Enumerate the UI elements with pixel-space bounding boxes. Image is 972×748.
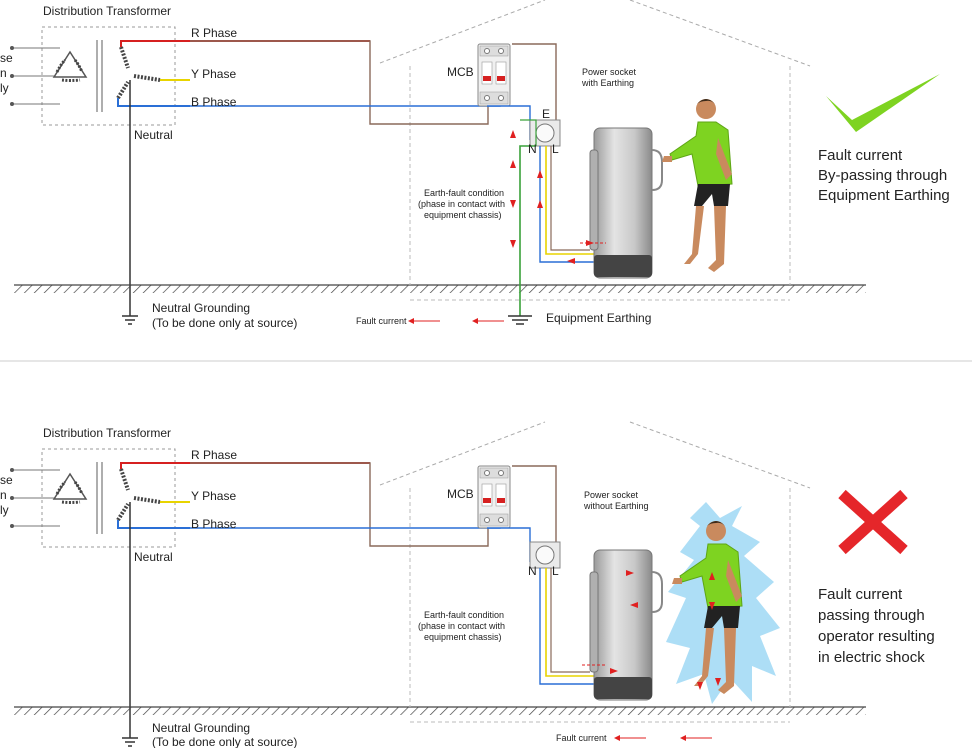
supply-label: ly bbox=[0, 81, 9, 95]
supply-label: ly bbox=[0, 503, 9, 517]
fault-condition-label: Earth-fault condition bbox=[424, 610, 504, 620]
terminal-l: L bbox=[552, 142, 559, 156]
panel-without-earthing bbox=[8, 420, 908, 748]
socket-label: with Earthing bbox=[581, 78, 634, 88]
fault-condition-label: equipment chassis) bbox=[424, 210, 502, 220]
fault-current-arrows bbox=[510, 130, 594, 264]
supply-label: se bbox=[0, 473, 13, 487]
terminal-l: L bbox=[552, 564, 559, 578]
verdict-text: Fault current bbox=[818, 586, 903, 603]
supply-label: n bbox=[0, 488, 7, 502]
fault-condition-label: equipment chassis) bbox=[424, 632, 502, 642]
socket-label: without Earthing bbox=[583, 501, 649, 511]
verdict-text: in electric shock bbox=[818, 649, 925, 666]
r-phase-label: R Phase bbox=[191, 26, 237, 40]
verdict-text: Equipment Earthing bbox=[818, 187, 950, 204]
y-phase-label: Y Phase bbox=[191, 67, 236, 81]
verdict-text: Fault current bbox=[818, 147, 903, 164]
terminal-e: E bbox=[542, 107, 550, 121]
mcb-label: MCB bbox=[447, 65, 474, 79]
person-safe bbox=[661, 98, 733, 273]
cross-icon bbox=[838, 489, 908, 555]
transformer-title: Distribution Transformer bbox=[43, 426, 171, 440]
neutral-label: Neutral bbox=[134, 128, 173, 142]
verdict-text: By-passing through bbox=[818, 167, 947, 184]
socket-label: Power socket bbox=[584, 490, 639, 500]
y-phase-label: Y Phase bbox=[191, 489, 236, 503]
verdict-text: operator resulting bbox=[818, 628, 935, 645]
fault-condition-label: (phase in contact with bbox=[418, 199, 505, 209]
grounding-label: (To be done only at source) bbox=[152, 316, 297, 330]
check-icon bbox=[826, 74, 940, 132]
fault-condition-label: Earth-fault condition bbox=[424, 188, 504, 198]
fault-condition-label: (phase in contact with bbox=[418, 621, 505, 631]
grounding-label: Neutral Grounding bbox=[152, 721, 250, 735]
r-phase-label: R Phase bbox=[191, 448, 237, 462]
terminal-n: N bbox=[528, 564, 537, 578]
neutral-label: Neutral bbox=[134, 550, 173, 564]
terminal-n: N bbox=[528, 142, 537, 156]
supply-label: se bbox=[0, 51, 13, 65]
fault-current-legend: Fault current bbox=[356, 316, 407, 326]
panel-with-earthing bbox=[8, 0, 940, 326]
supply-label: n bbox=[0, 66, 7, 80]
fault-current-legend: Fault current bbox=[556, 733, 607, 743]
b-phase-label: B Phase bbox=[191, 517, 237, 531]
verdict-text: passing through bbox=[818, 607, 925, 624]
grounding-label: (To be done only at source) bbox=[152, 735, 297, 748]
shock-current-arrows bbox=[610, 570, 721, 690]
b-phase-label: B Phase bbox=[191, 95, 237, 109]
socket-label: Power socket bbox=[582, 67, 637, 77]
mcb-label: MCB bbox=[447, 487, 474, 501]
transformer-title: Distribution Transformer bbox=[43, 4, 171, 18]
equipment-earthing-label: Equipment Earthing bbox=[546, 311, 651, 325]
grounding-label: Neutral Grounding bbox=[152, 301, 250, 315]
